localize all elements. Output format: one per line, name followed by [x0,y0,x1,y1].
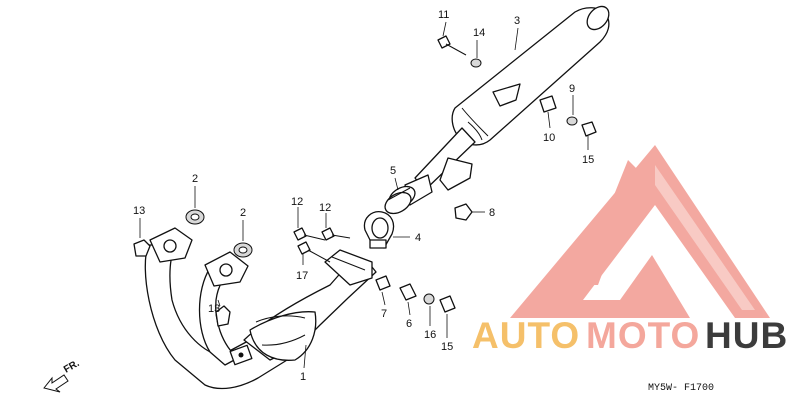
label-part-13-lower: 13 [208,303,220,315]
part-labels: 3 11 14 9 10 15 5 8 4 2 2 13 13 12 12 17… [133,9,594,383]
label-part-8: 8 [489,207,495,219]
watermark-auto: AUTO [472,315,580,356]
watermark-moto: MOTO [586,315,700,356]
label-part-2-left: 2 [192,173,198,185]
label-part-15-upper: 15 [582,154,594,166]
label-part-12-right: 12 [319,202,331,214]
label-part-11: 11 [438,9,449,21]
exhaust-pipe-assembly [144,227,377,390]
leader-lines [139,21,589,369]
watermark-hub: HUB [705,315,788,356]
label-part-14: 14 [473,27,485,39]
label-part-16: 16 [424,329,436,341]
watermark-text: AUTO MOTO HUB [472,315,788,356]
label-part-9: 9 [569,83,575,95]
label-part-12-left: 12 [291,196,303,208]
diagram-code: MY5W- F1700 [648,383,714,394]
label-part-7: 7 [381,308,387,320]
watermark-logo [510,145,770,318]
label-part-3: 3 [514,15,520,27]
front-direction-marker: FR. [43,358,82,393]
label-part-15-lower: 15 [441,341,453,353]
label-part-10: 10 [543,132,555,144]
label-part-13-left: 13 [133,205,145,217]
label-part-2-right: 2 [240,207,246,219]
label-part-1: 1 [300,371,306,383]
label-part-4: 4 [415,232,421,244]
front-marker-label: FR. [62,358,82,376]
label-part-6: 6 [406,318,412,330]
hardware [133,35,597,327]
band-clamp [363,211,395,249]
muffler-gasket [384,185,416,215]
label-part-5: 5 [390,165,396,177]
label-part-17: 17 [296,270,308,282]
muffler [404,5,610,206]
